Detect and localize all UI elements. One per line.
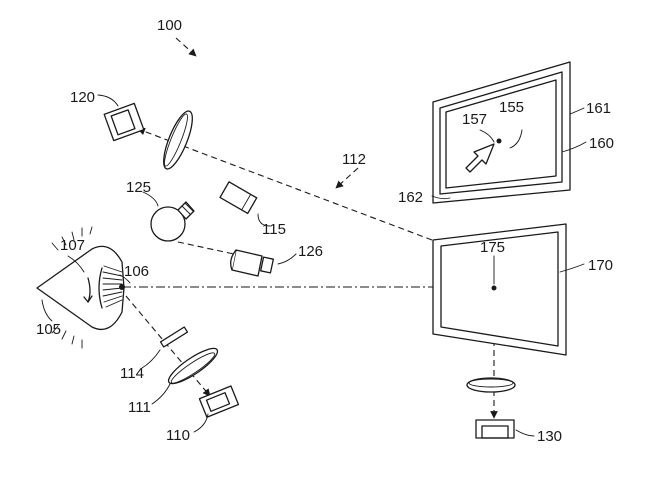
label-display-edge: 162 (398, 189, 423, 206)
label-screen-lower: 170 (588, 257, 613, 274)
upper-lens-icon (163, 110, 193, 170)
cursor-arrow-icon (465, 143, 495, 173)
label-scene-camera: 130 (537, 428, 562, 445)
display-reflection-path (137, 127, 433, 241)
label-camera-bottom: 110 (166, 427, 190, 444)
label-eye: 105 (36, 321, 61, 338)
lower-screen-icon (432, 223, 567, 356)
label-eye-part: 106 (124, 263, 149, 280)
system-leader-arrow (175, 37, 197, 57)
label-path: 112 (342, 151, 366, 168)
lower-camera-path (125, 295, 211, 397)
eye-illustration (36, 226, 125, 349)
filter-icon (159, 326, 189, 348)
iris-icon (102, 265, 125, 308)
label-cursor: 157 (462, 111, 487, 128)
label-camera-top: 120 (70, 89, 95, 106)
lamp-icon (230, 249, 274, 277)
light-source-icon (219, 181, 258, 215)
label-lamp: 126 (298, 243, 323, 260)
target-dot (496, 138, 502, 144)
label-bulb: 125 (126, 179, 151, 196)
label-lens-bottom: 111 (128, 399, 151, 416)
label-eye-region: 107 (60, 237, 85, 254)
label-screen-point: 175 (480, 239, 505, 256)
bulb-icon (150, 201, 195, 242)
label-filter: 114 (120, 365, 144, 382)
path-leader-arrow (335, 167, 359, 189)
scene-lens-icon (466, 377, 516, 393)
eye-camera-top-icon (103, 102, 145, 142)
scene-camera-icon (475, 419, 515, 439)
label-target: 155 (499, 99, 524, 116)
label-system: 100 (157, 17, 182, 34)
leader-lines (41, 94, 587, 437)
label-display: 161 (586, 100, 611, 117)
eye-camera-bottom-icon (198, 385, 240, 418)
gaze-point-dot (491, 285, 497, 291)
upper-display-icon (432, 61, 571, 204)
lamp-beam-line (177, 241, 235, 255)
label-screen: 160 (589, 135, 614, 152)
label-light-source: 115 (262, 221, 286, 238)
lower-lens-icon (167, 347, 219, 385)
